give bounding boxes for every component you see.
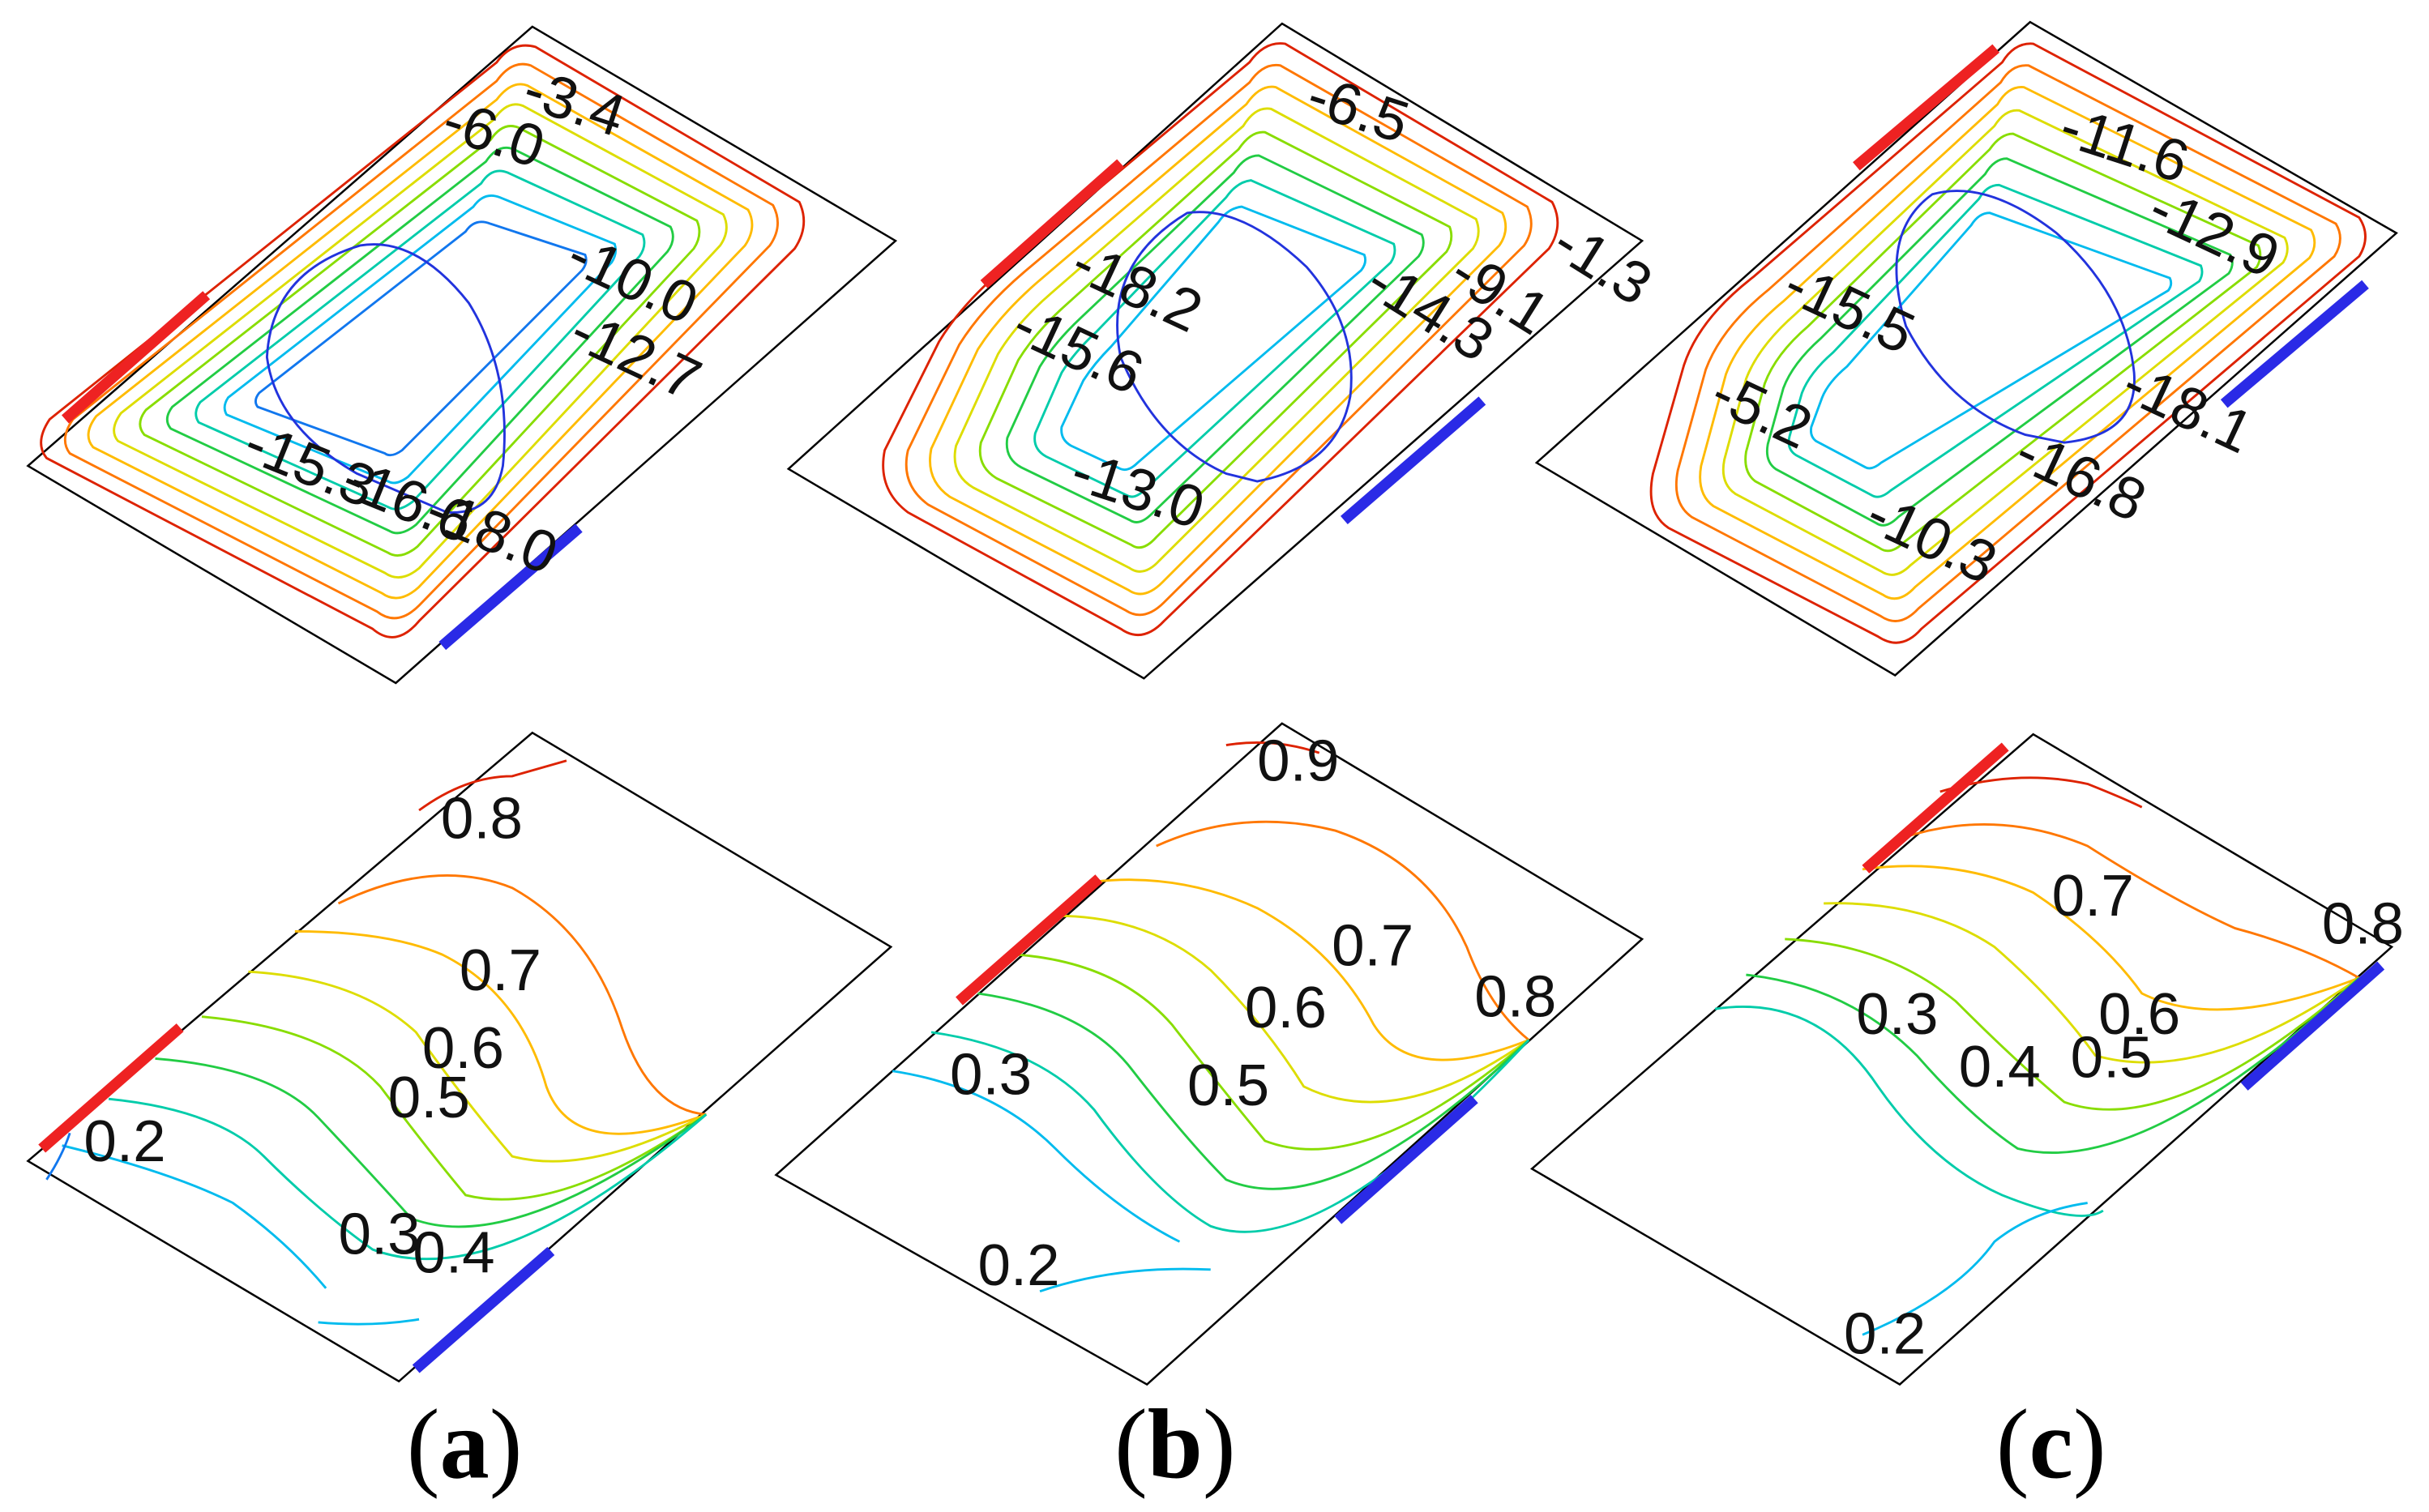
svg-text:(a): (a)	[407, 1389, 523, 1499]
cooled-wall	[1341, 396, 1486, 524]
contour-label: 0.2	[1844, 1301, 1926, 1366]
contour-lines	[1649, 42, 2367, 644]
heated-wall	[956, 874, 1103, 1006]
contour-label: 0.3	[1856, 981, 1938, 1047]
contour-label: -6.5	[1300, 62, 1417, 156]
heated-wall	[1862, 742, 2009, 873]
contour-label: 0.3	[950, 1041, 1032, 1107]
contour-label: -18.1	[2113, 350, 2263, 467]
contour-label: -12.9	[2140, 174, 2290, 291]
heated-wall	[38, 1023, 184, 1153]
svg-text:(b): (b)	[1114, 1389, 1236, 1499]
contour-lines	[892, 741, 1530, 1293]
svg-text:(c): (c)	[1996, 1389, 2106, 1499]
contour-label: 0.5	[1187, 1053, 1269, 1118]
contour-label: 0.2	[977, 1232, 1059, 1298]
contour-labels: 0.7 0.8 0.3 0.6 0.4 0.5 0.2	[1844, 863, 2404, 1366]
cavity-frame	[774, 722, 1644, 1386]
contour-labels: -6.5 -18.2 -15.6 -14.3 -9.1 -1.3 -13.0	[1003, 62, 1663, 541]
contour-label: 0.4	[1959, 1034, 2041, 1100]
contour-labels: 0.8 0.7 0.6 0.5 0.4 0.3 0.2	[83, 785, 541, 1285]
caption-letter: a	[440, 1389, 490, 1499]
panel-caption-a: (a)	[407, 1389, 523, 1499]
panel-c-isotherms: 0.7 0.8 0.3 0.6 0.4 0.5 0.2	[1529, 733, 2404, 1386]
cooled-wall	[2220, 280, 2369, 408]
caption-letter: c	[2029, 1389, 2073, 1499]
cavity-frame	[1529, 733, 2394, 1386]
contour-lines	[882, 42, 1559, 636]
panel-a-streamlines: -3.4 -6.0 -10.0 -12.7 -15.3 -16.6 -18.0	[26, 25, 898, 685]
panel-b-isotherms: 0.9 0.7 0.8 0.6 0.5 0.3 0.2	[774, 722, 1644, 1386]
contour-label: 0.5	[2071, 1024, 2153, 1090]
contour-label: 0.3	[338, 1202, 420, 1267]
panel-caption-c: (c)	[1996, 1389, 2106, 1499]
cooled-wall	[2240, 961, 2385, 1091]
contour-label: 0.6	[2098, 981, 2180, 1047]
panel-b-streamlines: -6.5 -18.2 -15.6 -14.3 -9.1 -1.3 -13.0	[786, 22, 1663, 680]
cavity-frame	[1534, 20, 2398, 677]
contour-label: 0.6	[422, 1015, 504, 1081]
contour-label: 0.4	[413, 1220, 494, 1286]
contour-label: 0.5	[388, 1065, 470, 1130]
cooled-wall	[438, 523, 583, 651]
cavity-frame	[26, 25, 898, 685]
cooled-wall	[412, 1246, 555, 1373]
contour-label: 0.7	[2052, 863, 2134, 929]
contour-label: -15.5	[1775, 250, 1925, 367]
contour-label: 0.8	[2322, 891, 2404, 957]
heated-wall	[1853, 44, 2000, 171]
contour-label: -5.2	[1702, 359, 1822, 461]
caption-letter: b	[1148, 1389, 1203, 1499]
cooled-wall	[1334, 1095, 1478, 1224]
contour-labels: 0.9 0.7 0.8 0.6 0.5 0.3 0.2	[950, 728, 1556, 1298]
contour-lines	[40, 44, 806, 639]
contour-label: -16.8	[2006, 418, 2156, 535]
panel-a-isotherms: 0.8 0.7 0.6 0.5 0.4 0.3 0.2	[26, 731, 893, 1383]
cavity-frame	[26, 731, 893, 1383]
contour-label: 0.9	[1257, 728, 1339, 794]
contour-label: -10.3	[1857, 481, 2007, 597]
contour-label: 0.2	[83, 1108, 165, 1174]
contour-label: -1.3	[1542, 208, 1663, 318]
contour-label: 0.8	[1474, 964, 1556, 1030]
cavity-frame	[786, 22, 1644, 680]
panel-c-streamlines: -11.6 -12.9 -15.5 -5.2 -18.1 -16.8 -10.3	[1534, 20, 2398, 677]
contour-lines	[45, 759, 708, 1326]
contour-label: 0.7	[460, 938, 541, 1003]
panel-caption-b: (b)	[1114, 1389, 1236, 1499]
heated-wall	[980, 159, 1125, 288]
contour-label: 0.6	[1245, 975, 1327, 1040]
contour-label: 0.8	[441, 785, 523, 851]
heated-wall	[62, 291, 211, 424]
contour-lines	[1714, 776, 2360, 1336]
contour-label: 0.7	[1332, 913, 1413, 979]
contour-labels: -3.4 -6.0 -10.0 -12.7 -15.3 -16.6 -18.0	[236, 56, 711, 587]
